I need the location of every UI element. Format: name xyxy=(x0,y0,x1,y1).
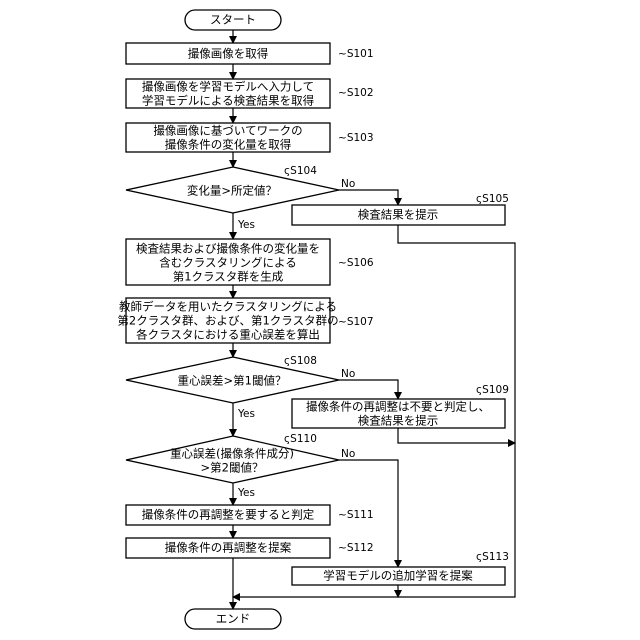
yes-label: Yes xyxy=(237,487,255,499)
step-id: ςS110 xyxy=(284,433,317,445)
decision-text: >第2閾値？ xyxy=(201,461,264,475)
step-id: ςS109 xyxy=(476,384,509,396)
step-s106: 検査結果および撮像条件の変化量を 含むクラスタリングによる 第1クラスタ群を生成… xyxy=(126,239,374,285)
step-id: ~S112 xyxy=(338,542,374,554)
step-text: 学習モデルの追加学習を提案 xyxy=(323,569,473,583)
yes-label: Yes xyxy=(237,408,255,420)
step-id: ~S101 xyxy=(338,48,374,60)
step-s111: 撮像条件の再調整を要すると判定 ~S111 xyxy=(126,505,374,525)
step-id: ~S102 xyxy=(338,87,374,99)
step-text: 撮像条件の再調整を提案 xyxy=(165,541,292,555)
step-text: 撮像画像を学習モデルへ入力して xyxy=(142,80,314,94)
step-s105: 検査結果を提示 ςS105 xyxy=(292,193,509,225)
no-label: No xyxy=(341,178,355,190)
step-id: ςS105 xyxy=(476,193,509,205)
step-text: 検査結果を提示 xyxy=(358,414,439,428)
step-s102: 撮像画像を学習モデルへ入力して 学習モデルによる検査結果を取得 ~S102 xyxy=(126,79,374,108)
step-id: ςS108 xyxy=(284,355,317,367)
step-id: ςS113 xyxy=(476,551,509,563)
step-s103: 撮像画像に基づいてワークの 撮像条件の変化量を取得 ~S103 xyxy=(126,123,374,152)
step-id: ~S106 xyxy=(338,257,374,269)
start-label: スタート xyxy=(210,13,256,27)
step-s107: 教師データを用いたクラスタリングによる 第2クラスタ群、および、第1クラスタ群の… xyxy=(117,298,373,343)
decision-text: 重心誤差(撮像条件成分) xyxy=(170,447,294,461)
start-terminal: スタート xyxy=(185,10,281,30)
step-text: 学習モデルによる検査結果を取得 xyxy=(142,94,314,108)
end-label: エンド xyxy=(216,612,251,626)
step-id: ~S103 xyxy=(338,132,374,144)
step-s101: 撮像画像を取得 ~S101 xyxy=(126,43,374,64)
step-text: 教師データを用いたクラスタリングによる xyxy=(119,300,337,314)
step-text: 撮像条件の再調整は不要と判定し、 xyxy=(306,400,490,414)
step-text: 第1クラスタ群を生成 xyxy=(173,270,284,284)
no-label: No xyxy=(341,368,355,380)
step-text: 含むクラスタリングによる xyxy=(159,256,296,270)
yes-label: Yes xyxy=(237,219,255,231)
step-text: 撮像画像を取得 xyxy=(188,47,269,61)
no-label: No xyxy=(341,448,355,460)
step-text: 撮像条件の変化量を取得 xyxy=(165,138,292,152)
step-id: ~S111 xyxy=(338,509,374,521)
step-text: 検査結果を提示 xyxy=(358,208,439,222)
step-s109: 撮像条件の再調整は不要と判定し、 検査結果を提示 ςS109 xyxy=(292,384,509,428)
step-text: 第2クラスタ群、および、第1クラスタ群の xyxy=(117,314,338,328)
decision-s110: 重心誤差(撮像条件成分) >第2閾値？ ςS110 No Yes xyxy=(126,433,355,499)
step-id: ~S107 xyxy=(338,316,374,328)
step-id: ςS104 xyxy=(284,165,317,177)
step-s112: 撮像条件の再調整を提案 ~S112 xyxy=(126,538,374,558)
step-text: 撮像画像に基づいてワークの xyxy=(153,124,302,138)
decision-text: 重心誤差>第1閾値？ xyxy=(178,374,287,388)
step-text: 撮像条件の再調整を要すると判定 xyxy=(142,508,315,522)
decision-text: 変化量>所定値？ xyxy=(187,184,277,198)
end-terminal: エンド xyxy=(185,609,281,629)
step-text: 検査結果および撮像条件の変化量を xyxy=(136,242,320,256)
step-text: 各クラスタにおける重心誤差を算出 xyxy=(136,328,320,342)
